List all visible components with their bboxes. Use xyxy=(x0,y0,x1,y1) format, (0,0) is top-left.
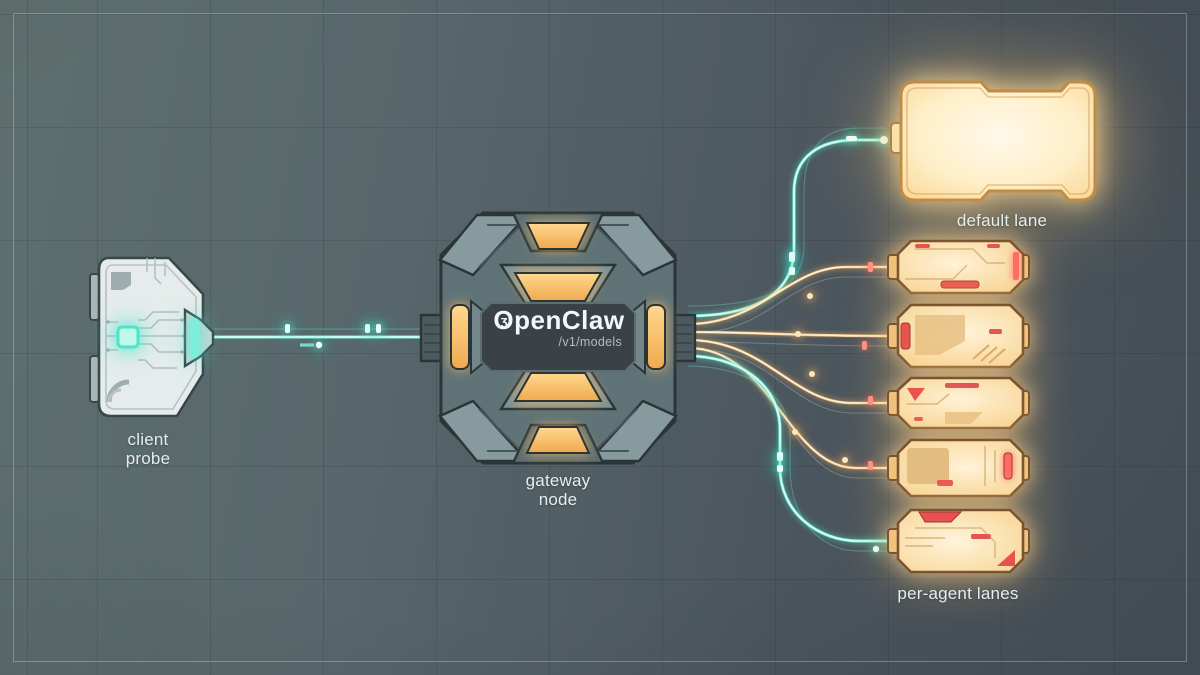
packet-dot xyxy=(868,461,873,470)
wire-gateway-to-lane-1 xyxy=(687,262,894,333)
packet-dot xyxy=(880,136,888,144)
gateway-title: OpenClaw xyxy=(493,306,624,334)
lane-accent xyxy=(937,480,953,486)
default-lane-card xyxy=(890,80,1097,202)
packet-dot xyxy=(792,429,798,435)
packet-dot xyxy=(795,331,801,337)
agent-lane-card-1 xyxy=(887,239,1030,295)
wire-gateway-to-lane-5 xyxy=(687,353,897,553)
packet-dot xyxy=(862,341,867,350)
packet-dot xyxy=(777,465,783,472)
agent-lane-card-3 xyxy=(887,376,1030,430)
lane-body xyxy=(896,508,1025,574)
client-probe-node xyxy=(89,256,215,418)
agent-lane-card-5 xyxy=(887,508,1030,574)
packet-dot xyxy=(872,545,880,553)
probe-side-tab xyxy=(89,355,100,403)
packet-dot xyxy=(807,293,813,299)
frame-border xyxy=(13,13,1187,662)
gateway-node xyxy=(419,211,697,465)
packet-dot xyxy=(777,452,783,461)
lane-accent xyxy=(1003,452,1013,480)
lane-body xyxy=(896,376,1025,430)
probe-body xyxy=(97,256,205,418)
gateway-window-top-outer xyxy=(525,222,591,250)
lane-panel xyxy=(945,412,983,424)
gateway-window-left xyxy=(450,304,470,370)
lane-accent xyxy=(907,388,925,401)
gateway-window-top-inner xyxy=(513,272,603,302)
probe-arc-icon xyxy=(107,388,122,403)
packet-dot xyxy=(868,396,873,405)
packet-dot xyxy=(789,267,795,275)
chip-core-icon xyxy=(116,325,140,349)
lane-accent xyxy=(1013,252,1019,280)
packet-dot xyxy=(285,324,290,333)
lane-accent xyxy=(914,417,923,421)
packet-dot xyxy=(376,324,381,333)
wire-gateway-to-lane-4 xyxy=(687,345,894,479)
wire-gateway-to-lane-3 xyxy=(687,337,894,414)
packet-dot xyxy=(846,136,857,141)
packet-dot xyxy=(789,252,795,262)
lane-accent xyxy=(918,511,963,523)
default-lane-label: default lane xyxy=(956,211,1048,230)
probe-corner-plate xyxy=(111,272,131,290)
agent-lane-card-4 xyxy=(887,438,1030,498)
default-lane-body xyxy=(899,80,1097,202)
wire-client-to-gateway xyxy=(207,324,434,349)
client-probe-label: client probe xyxy=(125,430,171,468)
gateway-endpoint: /v1/models xyxy=(558,335,622,349)
gateway-window-bottom-outer xyxy=(525,426,591,454)
lane-accent xyxy=(997,550,1015,566)
packet-dot xyxy=(315,341,323,349)
packet-dot xyxy=(868,262,873,272)
lane-accent xyxy=(915,244,930,248)
gateway-label: gateway node xyxy=(525,471,591,509)
lane-panel xyxy=(915,315,965,355)
lane-accent xyxy=(989,329,1002,334)
circuit-traces xyxy=(107,258,183,369)
gateway-corner-plates xyxy=(438,213,678,463)
gateway-core-panel xyxy=(480,302,636,372)
packet-dot xyxy=(809,371,815,377)
wire-gateway-to-lane-2 xyxy=(687,329,895,350)
probe-inner-outline xyxy=(105,264,197,410)
packet-dot xyxy=(365,324,370,333)
gateway-window-bottom-inner xyxy=(513,372,603,402)
default-lane-inner-line xyxy=(906,87,1090,195)
probe-connector-icon xyxy=(190,318,199,358)
lane-accent xyxy=(987,244,1000,248)
lane-accent xyxy=(971,534,991,539)
agent-lane-card-2 xyxy=(887,303,1030,369)
lane-accent xyxy=(900,322,911,350)
gateway-text-block: OpenClaw /v1/models xyxy=(484,306,634,349)
lane-body xyxy=(896,239,1025,295)
packet-dot xyxy=(842,457,848,463)
gateway-window-right xyxy=(646,304,666,370)
probe-side-tab xyxy=(89,273,100,321)
lane-panel xyxy=(907,448,949,484)
agent-lanes-label: per-agent lanes xyxy=(897,584,1019,603)
wire-gateway-to-default-lane xyxy=(687,127,888,319)
lane-accent xyxy=(940,280,980,289)
lane-accent xyxy=(945,383,979,388)
